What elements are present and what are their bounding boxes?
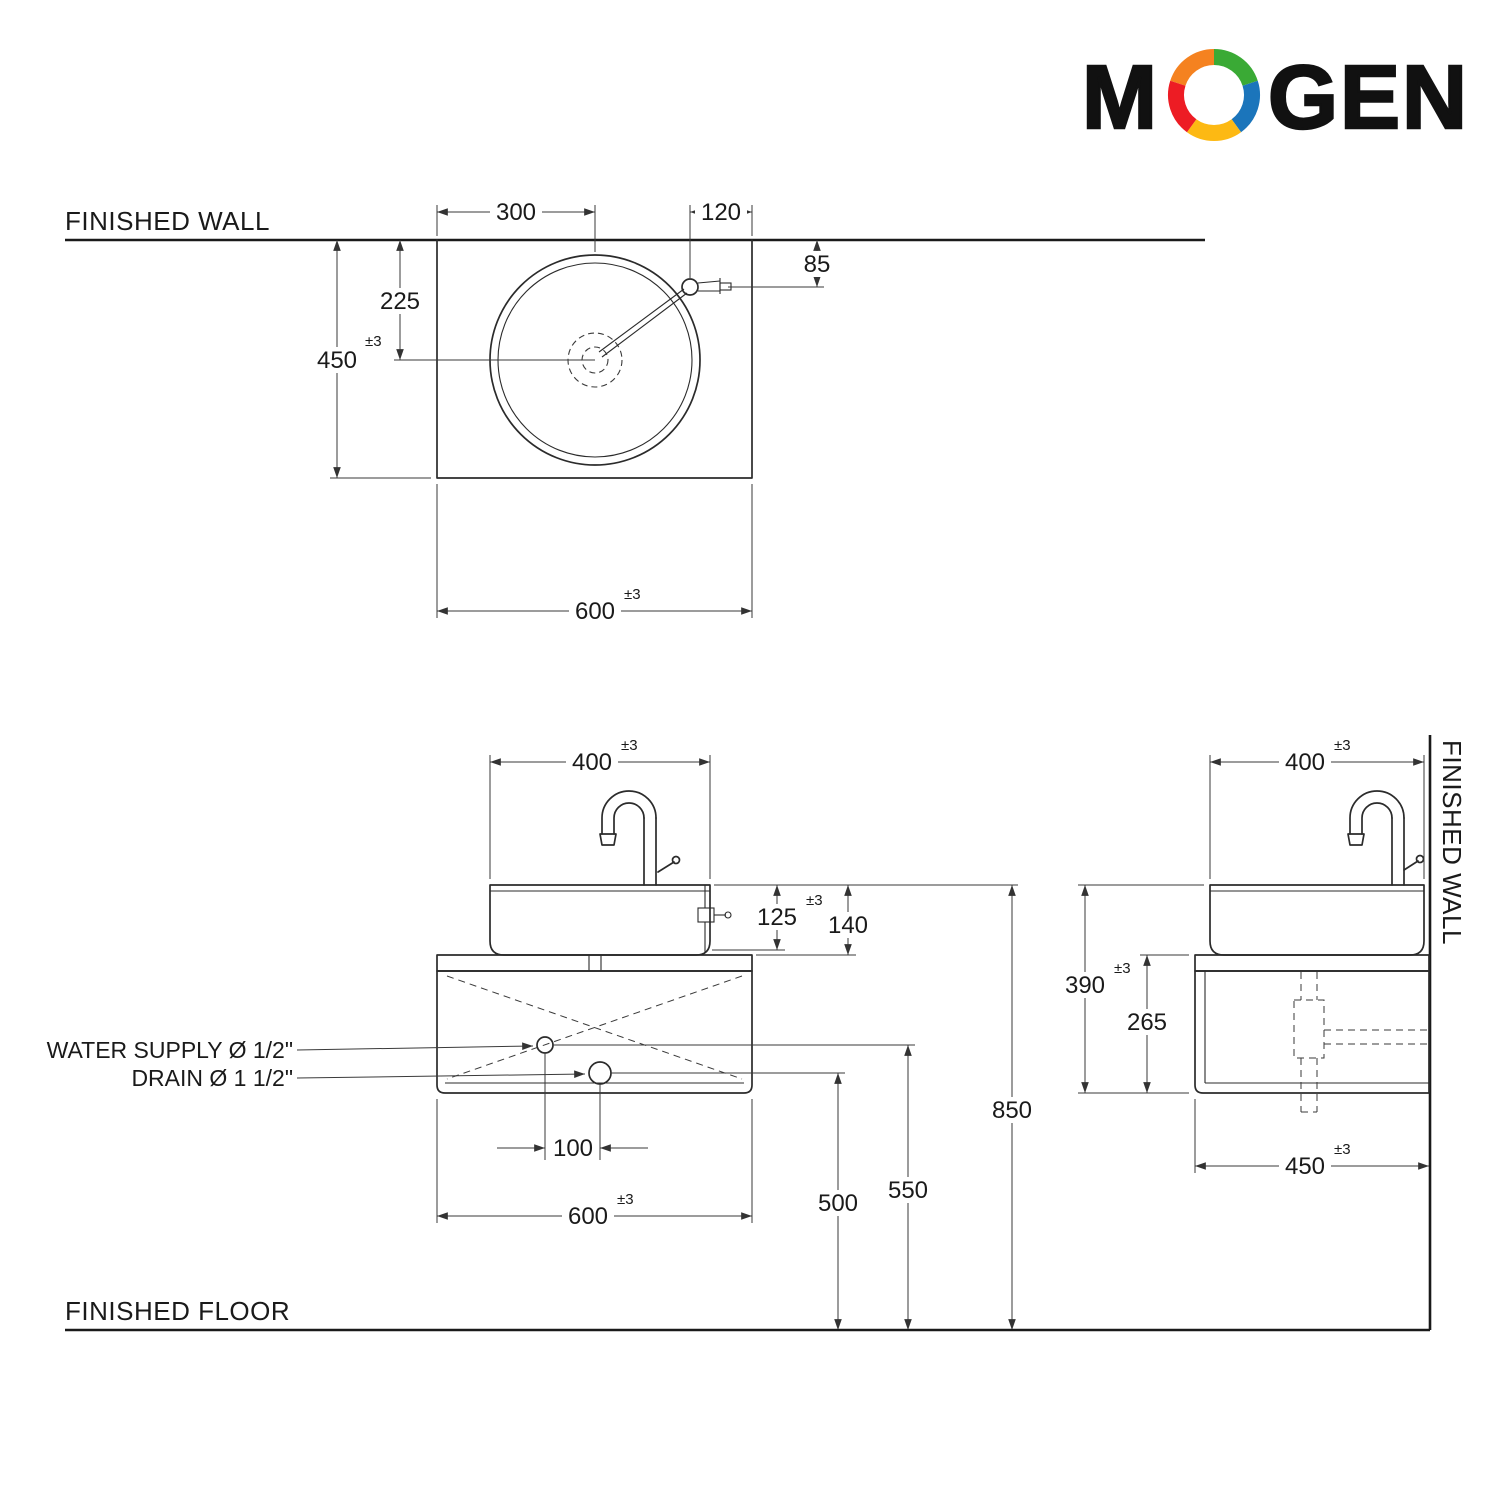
finished-wall-side-label: FINISHED WALL (1437, 740, 1467, 945)
logo-letter-m: M (1082, 48, 1157, 148)
angle-valve-front (697, 885, 732, 953)
dim-tol-450: ±3 (365, 333, 382, 350)
dim-tol-600f: ±3 (617, 1191, 634, 1208)
counter-plan-outline (436, 239, 753, 479)
basin-front (489, 884, 711, 956)
dim-tol-400s: ±3 (1334, 737, 1351, 754)
dim-label-100: 100 (553, 1135, 593, 1162)
dim-top-120: 120 (690, 199, 752, 226)
water-supply-label: WATER SUPPLY Ø 1/2" (47, 1037, 293, 1063)
dim-top-600: 600 ±3 (437, 586, 752, 625)
dim-label-450: 450 (317, 347, 357, 374)
dim-front-850: 850 (986, 885, 1038, 1330)
dim-label-300: 300 (496, 199, 536, 226)
dim-label-450s: 450 (1285, 1153, 1325, 1180)
dim-label-85: 85 (804, 251, 831, 278)
faucet-front (599, 790, 681, 886)
cabinet-side (1194, 970, 1430, 1094)
dim-front-600: 600 ±3 (437, 1191, 752, 1230)
dim-label-550: 550 (888, 1177, 928, 1204)
dim-top-225: 225 (374, 240, 426, 360)
mogen-logo: M GEN (1081, 47, 1469, 150)
dim-label-125: 125 (757, 904, 797, 931)
dim-label-225: 225 (380, 288, 420, 315)
top-view: 300 120 85 225 450 ±3 600 ±3 (311, 199, 835, 625)
dim-label-400s: 400 (1285, 749, 1325, 776)
front-view: WATER SUPPLY Ø 1/2" DRAIN Ø 1 1/2" 400 ±… (47, 737, 1038, 1330)
dim-label-120: 120 (701, 199, 741, 226)
dim-label-500: 500 (818, 1190, 858, 1217)
dim-tol-125: ±3 (806, 892, 823, 909)
dim-front-400: 400 ±3 (490, 737, 710, 776)
dim-label-390: 390 (1065, 972, 1105, 999)
finished-wall-label: FINISHED WALL (65, 206, 270, 236)
dim-label-140: 140 (828, 912, 868, 939)
dim-tol-600: ±3 (624, 586, 641, 603)
dim-tol-390: ±3 (1114, 960, 1131, 977)
finished-floor: FINISHED FLOOR (65, 1296, 1430, 1332)
dim-label-600f: 600 (568, 1203, 608, 1230)
basin-side (1209, 884, 1425, 956)
dim-label-850: 850 (992, 1097, 1032, 1124)
dim-top-85: 85 (799, 240, 835, 287)
faucet-plan (598, 278, 732, 358)
side-view: FINISHED WALL (1059, 735, 1467, 1330)
finished-floor-label: FINISHED FLOOR (65, 1296, 290, 1326)
logo-o-ring-icon (1168, 49, 1260, 141)
countertop-front (436, 954, 753, 972)
faucet-handle-knob (671, 855, 681, 865)
logo-letters-gen: GEN (1268, 48, 1469, 148)
dim-side-400: 400 ±3 (1210, 737, 1424, 776)
dim-side-450: 450 ±3 (1195, 1141, 1429, 1180)
dim-tol-400: ±3 (621, 737, 638, 754)
dim-front-140: 140 (822, 885, 874, 955)
cabinet-front (436, 970, 753, 1094)
dim-front-100: 100 (497, 1135, 648, 1162)
dim-front-500: 500 (812, 1073, 864, 1330)
bottle-trap-hidden (1293, 972, 1429, 1113)
cabinet-cross-brace-2 (446, 975, 743, 1080)
faucet-side (1347, 790, 1425, 886)
dim-label-265: 265 (1127, 1009, 1167, 1036)
dim-label-400: 400 (572, 749, 612, 776)
countertop-side (1194, 954, 1430, 972)
dim-side-390: 390 ±3 (1059, 885, 1131, 1093)
drain-label: DRAIN Ø 1 1/2" (131, 1065, 293, 1091)
dim-top-300: 300 (437, 199, 595, 226)
dim-front-125: 125 ±3 (751, 885, 823, 950)
dim-front-550: 550 (882, 1045, 934, 1330)
finished-wall-top: FINISHED WALL (65, 206, 1205, 242)
dim-label-600: 600 (575, 598, 615, 625)
dim-top-450: 450 ±3 (311, 240, 382, 478)
plumbing-callouts: WATER SUPPLY Ø 1/2" DRAIN Ø 1 1/2" (47, 1037, 586, 1091)
dim-tol-450s: ±3 (1334, 1141, 1351, 1158)
faucet-spout-tip (599, 833, 617, 846)
dim-side-265: 265 (1121, 955, 1173, 1093)
drain-point (588, 1061, 612, 1085)
